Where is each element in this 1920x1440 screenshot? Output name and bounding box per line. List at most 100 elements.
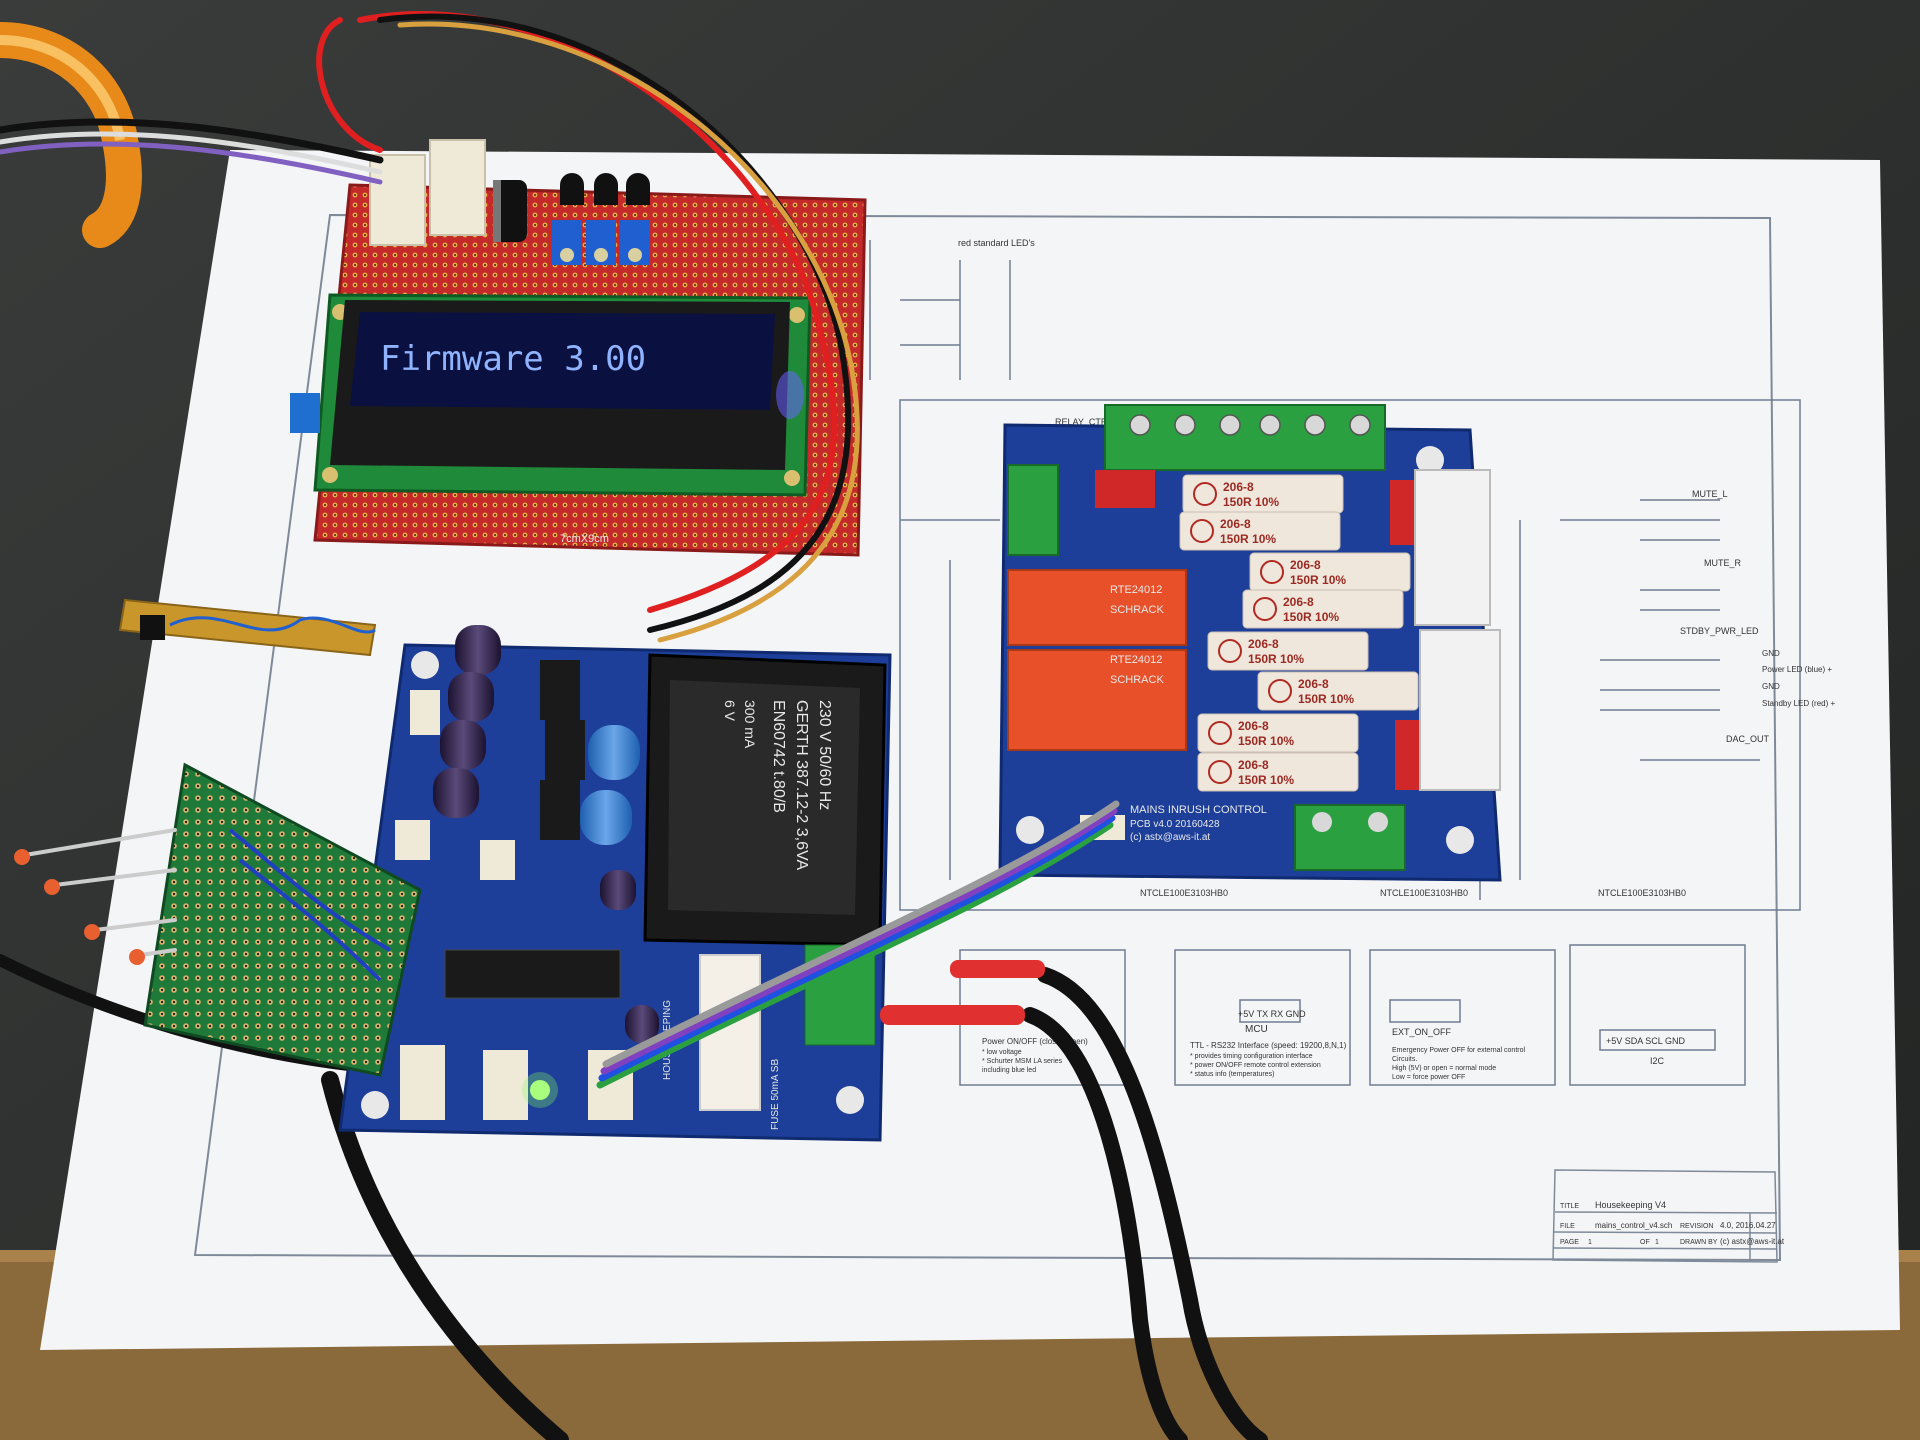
- resistor-value: 150R 10%: [1238, 773, 1294, 787]
- relay-2: [1007, 649, 1187, 751]
- resistor-code: 206-8: [1223, 480, 1254, 494]
- resistor-code: 206-8: [1238, 719, 1269, 733]
- revision-label: REVISION: [1680, 1223, 1713, 1230]
- schematic-gnd-1: GND: [1762, 649, 1780, 658]
- lcd-connector: [290, 393, 320, 433]
- terminal-block-bottom: [1294, 804, 1406, 871]
- lcd-text: Firmware 3.00: [380, 339, 646, 379]
- sensor-strip: [118, 598, 377, 657]
- resistor-value: 150R 10%: [1298, 692, 1354, 706]
- schematic-ntc-3: NTCLE100E3103HB0: [1598, 888, 1686, 898]
- relay-1: [1007, 569, 1187, 646]
- schematic-mute-r: MUTE_R: [1704, 558, 1742, 568]
- resistor-value: 150R 10%: [1223, 495, 1279, 509]
- file-label: FILE: [1560, 1223, 1575, 1230]
- transformer-line-3: EN60742 t.80/B: [770, 700, 787, 813]
- schematic-ntc-2: NTCLE100E3103HB0: [1380, 888, 1468, 898]
- relay-2-model: RTE24012: [1110, 654, 1162, 666]
- fuse-holder-1: [1414, 469, 1491, 626]
- transformer-line-5: 6 V: [722, 700, 738, 722]
- lcd-screen: [350, 312, 775, 410]
- resistor-code: 206-8: [1283, 595, 1314, 609]
- schematic-relay-ctrl: RELAY_CTRL: [1055, 417, 1112, 427]
- schematic-power-onoff-4: including blue led: [982, 1067, 1036, 1074]
- resistor-code: 206-8: [1248, 637, 1279, 651]
- relay-1-brand: SCHRACK: [1110, 604, 1164, 616]
- schematic-emergency-1: Emergency Power OFF for external control: [1392, 1047, 1525, 1054]
- schematic-emergency-4: Low = force power OFF: [1392, 1074, 1465, 1081]
- schematic-power-led: Power LED (blue) +: [1762, 665, 1832, 674]
- file-value: mains_control_v4.sch: [1595, 1221, 1672, 1230]
- resistor-value: 150R 10%: [1283, 610, 1339, 624]
- resistor-code: 206-8: [1220, 517, 1251, 531]
- schematic-stdby-pwr-led: STDBY_PWR_LED: [1680, 626, 1759, 636]
- schematic-dac-out: DAC_OUT: [1726, 734, 1770, 744]
- page-label: PAGE: [1560, 1239, 1579, 1246]
- schematic-power-onoff-2: * low voltage: [982, 1049, 1022, 1056]
- schematic-ttl-note-1: TTL - RS232 Interface (speed: 19200,8,N,…: [1190, 1041, 1347, 1050]
- lcd-module: Firmware 3.00: [290, 293, 812, 497]
- transformer-line-1: 230 V 50/60 Hz: [816, 700, 833, 810]
- resistor-value: 150R 10%: [1248, 652, 1304, 666]
- of-label: OF: [1640, 1239, 1650, 1246]
- schematic-power-onoff-3: * Schurter MSM LA series: [982, 1058, 1063, 1065]
- relay-board-copyright: (c) astx@aws-it.at: [1130, 832, 1210, 843]
- schematic-led-note: red standard LED's: [958, 238, 1035, 248]
- terminal-block-left: [1007, 464, 1059, 556]
- schematic-emergency-2: Circuits.: [1392, 1056, 1417, 1063]
- relay-1-model: RTE24012: [1110, 584, 1162, 596]
- relay-2-brand: SCHRACK: [1110, 674, 1164, 686]
- revision-value: 4.0, 2016.04.27: [1720, 1221, 1776, 1230]
- schematic-ext-on-off: EXT_ON_OFF: [1392, 1027, 1452, 1037]
- black-cable-2: [1022, 1007, 1188, 1440]
- resistor-value: 150R 10%: [1238, 734, 1294, 748]
- title-label: TITLE: [1560, 1203, 1579, 1210]
- transformer: 230 V 50/60 Hz GERTH 387.12-2 3,6VA EN60…: [643, 653, 887, 947]
- schematic-emergency-3: High (5V) or open = normal mode: [1392, 1065, 1496, 1072]
- resistor-value: 150R 10%: [1220, 532, 1276, 546]
- ribbon-cable: [596, 800, 1120, 1089]
- dip-ic: [444, 949, 621, 999]
- fuse-holder-2: [1419, 629, 1501, 791]
- schematic-ttl-note-2: * provides timing configuration interfac…: [1190, 1053, 1313, 1060]
- resistor-code: 206-8: [1290, 558, 1321, 572]
- schematic-title-block: [1552, 1169, 1778, 1263]
- schematic-power-onoff-1: Power ON/OFF (closed/open): [982, 1037, 1088, 1046]
- resistor-code: 206-8: [1238, 758, 1269, 772]
- terminal-block-top: [1104, 404, 1386, 471]
- green-protoboard: [14, 762, 422, 1077]
- resistor-code: 206-8: [1298, 677, 1329, 691]
- schematic-standby-led: Standby LED (red) +: [1762, 699, 1835, 708]
- title-value: Housekeeping V4: [1595, 1200, 1666, 1210]
- relay-board-pcb: PCB v4.0 20160428: [1130, 819, 1220, 830]
- of-value: 1: [1655, 1239, 1659, 1246]
- drawn-value: (c) astx@aws-it.at: [1720, 1237, 1785, 1246]
- green-led: [530, 1080, 550, 1100]
- fuse-label: FUSE 50mA SB: [770, 1059, 781, 1130]
- schematic-gnd-2: GND: [1762, 682, 1780, 691]
- schematic-mcu-pins: +5V TX RX GND: [1238, 1009, 1306, 1019]
- trimmer-pots: [493, 173, 650, 265]
- protoboard-label: 7cmX9cm: [560, 533, 609, 545]
- schematic-ntc-1: NTCLE100E3103HB0: [1140, 888, 1228, 898]
- schematic-mcu: MCU: [1245, 1024, 1268, 1035]
- red-terminals: [880, 960, 1045, 1025]
- drawn-label: DRAWN BY: [1680, 1239, 1718, 1246]
- page-value: 1: [1588, 1239, 1592, 1246]
- transformer-line-2: GERTH 387.12-2 3,6VA: [793, 700, 810, 870]
- resistor-value: 150R 10%: [1290, 573, 1346, 587]
- transformer-line-4: 300 mA: [742, 700, 758, 749]
- capacitors: [433, 625, 659, 1043]
- relay-board-title: MAINS INRUSH CONTROL: [1130, 804, 1267, 816]
- schematic-mute-l: MUTE_L: [1692, 489, 1728, 499]
